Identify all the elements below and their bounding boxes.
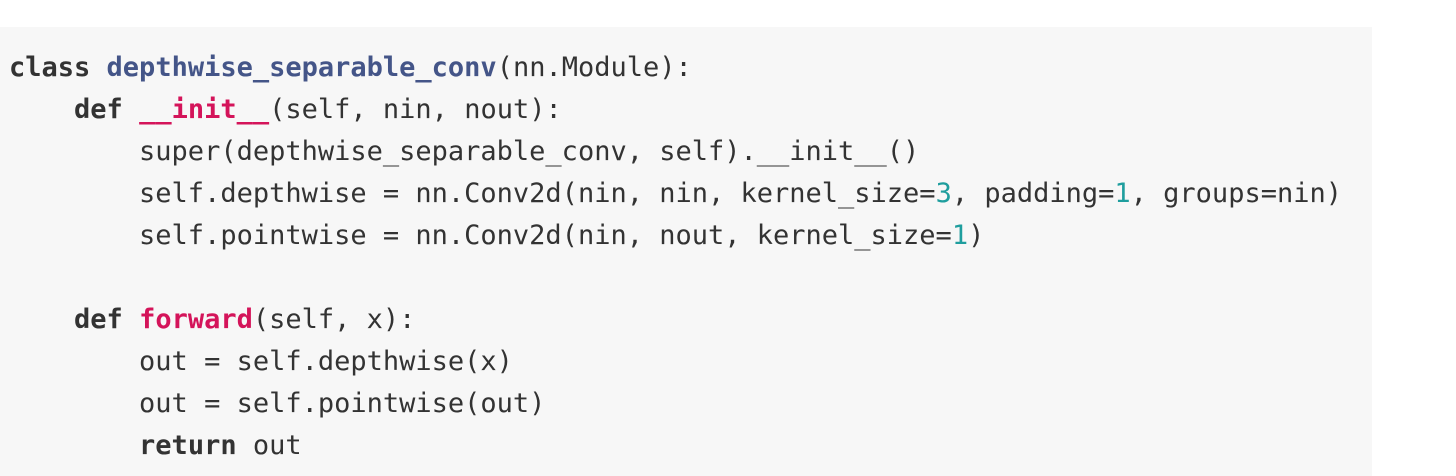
code-text — [123, 94, 139, 125]
code-text: (self, nin, nout): — [269, 94, 562, 125]
code-line: def __init__(self, nin, nout): — [9, 89, 1342, 131]
code-line: def forward(self, x): — [9, 299, 1342, 341]
code-text: , groups=nin) — [1130, 178, 1342, 209]
code-function-name: __init__ — [139, 94, 270, 125]
code-line — [9, 257, 1342, 299]
code-text — [9, 304, 74, 335]
code-text — [9, 94, 74, 125]
code-number: 1 — [951, 220, 969, 251]
code-text: self.depthwise = nn.Conv2d(nin, nin, ker… — [9, 178, 936, 209]
code-class-name: depthwise_separable_conv — [106, 52, 497, 83]
code-line: class depthwise_separable_conv(nn.Module… — [9, 47, 1342, 89]
code-keyword: class — [9, 52, 91, 83]
code-keyword: def — [74, 304, 123, 335]
code-text: self.pointwise = nn.Conv2d(nin, nout, ke… — [9, 220, 952, 251]
code-text: ) — [968, 220, 985, 251]
code-text: super(depthwise_separable_conv, self).__… — [9, 136, 920, 167]
code-line: out = self.depthwise(x) — [9, 341, 1342, 383]
code-text — [9, 430, 139, 461]
code-number: 1 — [1114, 178, 1131, 209]
code-line: self.pointwise = nn.Conv2d(nin, nout, ke… — [9, 215, 1342, 257]
code-content: class depthwise_separable_conv(nn.Module… — [9, 47, 1342, 467]
code-text: (nn.Module): — [496, 52, 692, 83]
code-text: out = self.depthwise(x) — [9, 346, 513, 377]
code-line: return out — [9, 425, 1342, 467]
code-line: self.depthwise = nn.Conv2d(nin, nin, ker… — [9, 173, 1342, 215]
code-text: out = self.pointwise(out) — [9, 388, 546, 419]
code-text: (self, x): — [252, 304, 416, 335]
code-function-name: forward — [139, 304, 253, 335]
code-keyword: return — [139, 430, 237, 461]
code-block: class depthwise_separable_conv(nn.Module… — [0, 27, 1372, 476]
code-text — [123, 304, 139, 335]
code-text — [90, 52, 106, 83]
code-line: super(depthwise_separable_conv, self).__… — [9, 131, 1342, 173]
code-text: , padding= — [951, 178, 1115, 209]
code-line: out = self.pointwise(out) — [9, 383, 1342, 425]
code-keyword: def — [74, 94, 123, 125]
code-number: 3 — [935, 178, 952, 209]
code-text: out — [236, 430, 302, 461]
